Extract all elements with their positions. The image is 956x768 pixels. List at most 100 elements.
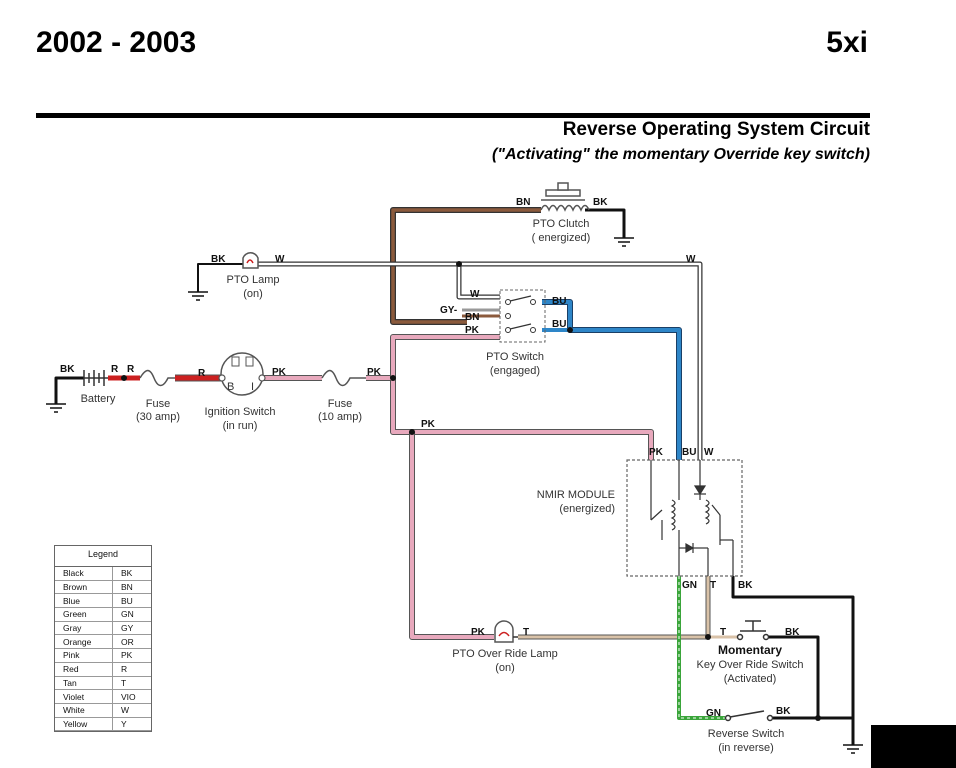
legend-code: GN — [112, 607, 151, 622]
battery-icon — [83, 370, 108, 386]
junction-pink — [390, 375, 396, 381]
wire-pink-main-outline — [366, 375, 654, 460]
legend-color: Tan — [55, 676, 113, 691]
junction-black — [815, 715, 821, 721]
wire-label-t-lamp: T — [523, 627, 529, 638]
wire-pink-down-outline — [409, 432, 494, 640]
legend-color: Orange — [55, 634, 113, 650]
legend-code: GY — [112, 621, 151, 636]
pto-switch-label: PTO Switch — [486, 351, 544, 363]
ignition-switch-icon: B I — [218, 352, 266, 396]
nmir-state: (energized) — [559, 503, 615, 515]
wire-label-gn-reverse: GN — [706, 708, 721, 719]
wire-black-battery — [54, 376, 84, 404]
wire-label-bk-key: BK — [785, 627, 800, 638]
key-switch-icon — [736, 620, 770, 641]
legend-code: PK — [112, 648, 151, 663]
legend-color: Blue — [55, 593, 113, 609]
legend-color: Violet — [55, 689, 113, 704]
legend-code: BU — [112, 593, 151, 609]
legend-code: R — [112, 662, 151, 677]
wire-label-bk-nmir: BK — [738, 580, 753, 591]
legend-color: White — [55, 703, 113, 718]
ground-icon-clutch — [614, 237, 634, 247]
legend-color: Brown — [55, 580, 113, 595]
diagram-title: Reverse Operating System Circuit — [562, 119, 870, 140]
wire-label-gn-nmir: GN — [682, 580, 697, 591]
wire-pink-down — [410, 432, 494, 639]
wire-white-branch — [457, 264, 500, 299]
wire-label-w-switch: W — [470, 289, 480, 300]
legend-code: Y — [112, 717, 151, 732]
ignition-term-i: I — [251, 381, 254, 393]
legend-color: Gray — [55, 621, 113, 636]
wire-label-bu-nmir: BU — [682, 447, 696, 458]
header-rule — [36, 113, 870, 118]
pto-override-lamp-state: (on) — [495, 662, 515, 674]
fuse-icon-30 — [139, 369, 175, 387]
model-name: 5xi — [826, 26, 868, 59]
legend-color: Black — [55, 567, 113, 581]
wire-label-bk-battery: BK — [60, 364, 75, 375]
wire-label-pk-ign: PK — [272, 367, 287, 378]
reverse-switch-state: (in reverse) — [718, 742, 774, 754]
wire-label-w-nmir: W — [704, 447, 714, 458]
wire-label-bn-switch: BN — [465, 312, 479, 323]
legend-code: BN — [112, 580, 151, 595]
wire-black-key — [768, 635, 820, 720]
key-override-line2: Key Over Ride Switch — [697, 659, 804, 671]
wire-label-pk-switch: PK — [465, 325, 480, 336]
wire-black-lamp-ground — [197, 263, 243, 292]
wire-label-pk-fuse: PK — [367, 367, 382, 378]
fuse-30-rating: (30 amp) — [136, 411, 180, 423]
wire-white — [258, 262, 702, 460]
battery-label: Battery — [81, 393, 116, 405]
wire-label-gy: GY- — [440, 305, 457, 316]
lamp-icon-pto — [242, 252, 259, 269]
junction-tan — [705, 634, 711, 640]
wire-label-pk-mid: PK — [421, 419, 436, 430]
clutch-coil-icon — [540, 182, 590, 212]
pto-clutch-state: ( energized) — [532, 232, 591, 244]
legend-code: W — [112, 703, 151, 718]
wire-label-r-ign: R — [198, 368, 206, 379]
nmir-label: NMIR MODULE — [537, 489, 615, 501]
legend-color: Pink — [55, 648, 113, 663]
key-override-state: (Activated) — [724, 673, 777, 685]
reverse-switch-label: Reverse Switch — [708, 728, 784, 740]
wire-black-clutch-ground — [585, 208, 626, 238]
wire-label-bn-clutch: BN — [516, 197, 530, 208]
wires — [54, 207, 855, 745]
wire-green — [677, 576, 725, 720]
fuse-icon-10 — [321, 369, 366, 387]
ignition-label: Ignition Switch — [205, 406, 276, 418]
nmir-module-icon — [626, 459, 743, 577]
ignition-term-b: B — [227, 381, 234, 393]
wire-label-bk-reverse: BK — [776, 706, 791, 717]
fuse-10-rating: (10 amp) — [318, 411, 362, 423]
legend-code: OR — [112, 634, 151, 650]
pto-lamp-state: (on) — [243, 288, 263, 300]
wire-white-branch-outline — [456, 264, 500, 300]
junction-blue — [567, 327, 573, 333]
wire-label-w-lamp: W — [275, 254, 285, 265]
lamp-icon-override — [494, 620, 518, 643]
fuse-30-label: Fuse — [146, 398, 170, 410]
ignition-state: (in run) — [223, 420, 258, 432]
ground-icon-lamp — [188, 291, 208, 301]
diagram-subtitle: ("Activating" the momentary Override key… — [492, 146, 870, 163]
wire-pink-up — [391, 335, 500, 378]
legend-color: Green — [55, 607, 113, 622]
corner-block — [871, 725, 956, 768]
wire-label-t-key: T — [720, 627, 726, 638]
